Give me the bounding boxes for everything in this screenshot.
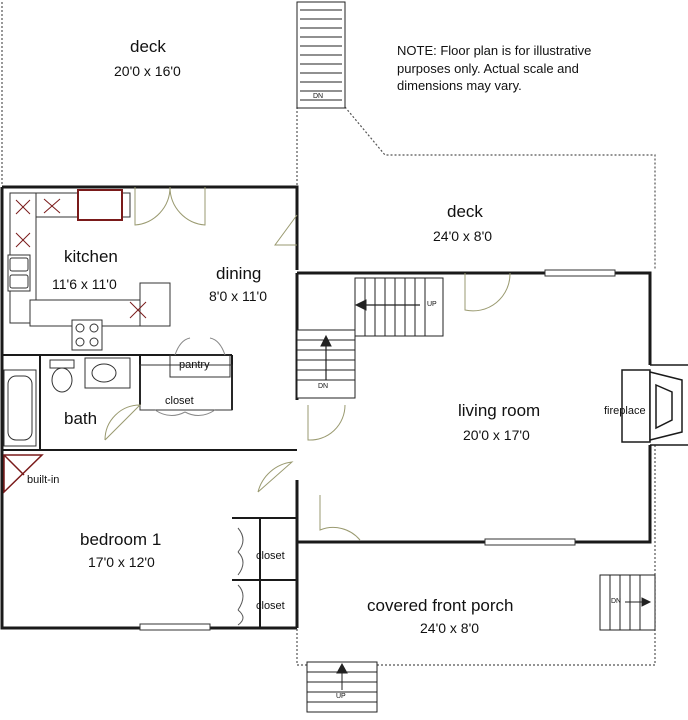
stairs-front xyxy=(306,661,378,713)
bathtub xyxy=(3,369,37,447)
stairs-deck-top xyxy=(296,1,346,109)
deck-right-size: 24'0 x 8'0 xyxy=(433,228,493,244)
deck-right-name: deck xyxy=(447,202,483,221)
stairs-living xyxy=(296,277,444,399)
kitchen-sink xyxy=(7,254,31,292)
kitchen-name: kitchen xyxy=(64,247,118,266)
deck-top-name: deck xyxy=(130,37,166,56)
interior-walls xyxy=(2,354,297,628)
deck-top-outline xyxy=(1,2,656,270)
bedroom-closet-label-2: closet xyxy=(256,600,285,612)
living-room-size: 20'0 x 17'0 xyxy=(463,427,530,443)
kitchen-size: 11'6 x 11'0 xyxy=(52,276,117,292)
dining-name: dining xyxy=(216,264,262,283)
dining-size: 8'0 x 11'0 xyxy=(209,288,268,304)
porch-name: covered front porch xyxy=(367,596,514,615)
bath-sink xyxy=(84,357,131,389)
stair-living-up-label: UP xyxy=(427,301,437,308)
built-in-cabinet xyxy=(3,454,44,494)
deck-porch-outline xyxy=(296,445,656,666)
toilet xyxy=(49,359,75,393)
note-text: NOTE: Floor plan is for illustrative pur… xyxy=(397,42,637,95)
windows xyxy=(139,269,616,631)
stove xyxy=(71,319,103,351)
living-room-name: living room xyxy=(458,401,541,420)
bedroom-closet-label-1: closet xyxy=(256,550,285,562)
fireplace-structure xyxy=(621,364,688,446)
stairs-porch-right xyxy=(599,574,656,631)
built-in-label: built-in xyxy=(27,474,60,486)
bath-name: bath xyxy=(64,409,98,428)
hall-closet-label: closet xyxy=(165,395,194,407)
fireplace-label: fireplace xyxy=(604,405,646,417)
stair-front-up-label: UP xyxy=(336,693,346,700)
stair-porch-dn-label: DN xyxy=(611,598,622,605)
bedroom-size: 17'0 x 12'0 xyxy=(88,554,155,570)
stair-living-dn-label: DN xyxy=(318,383,329,390)
deck-top-size: 20'0 x 16'0 xyxy=(114,63,181,79)
door-swings xyxy=(104,186,511,541)
bedroom-name: bedroom 1 xyxy=(80,530,162,549)
note-line-3: dimensions may vary. xyxy=(397,78,522,94)
note-line-2: purposes only. Actual scale and xyxy=(397,60,579,76)
bedroom-closets xyxy=(237,527,244,626)
pantry-closet xyxy=(139,337,233,416)
porch-size: 24'0 x 8'0 xyxy=(420,620,480,636)
pantry-label: pantry xyxy=(179,359,210,371)
stair-deck-dn-label: DN xyxy=(313,93,324,100)
note-line-1: NOTE: Floor plan is for illustrative xyxy=(397,43,592,58)
